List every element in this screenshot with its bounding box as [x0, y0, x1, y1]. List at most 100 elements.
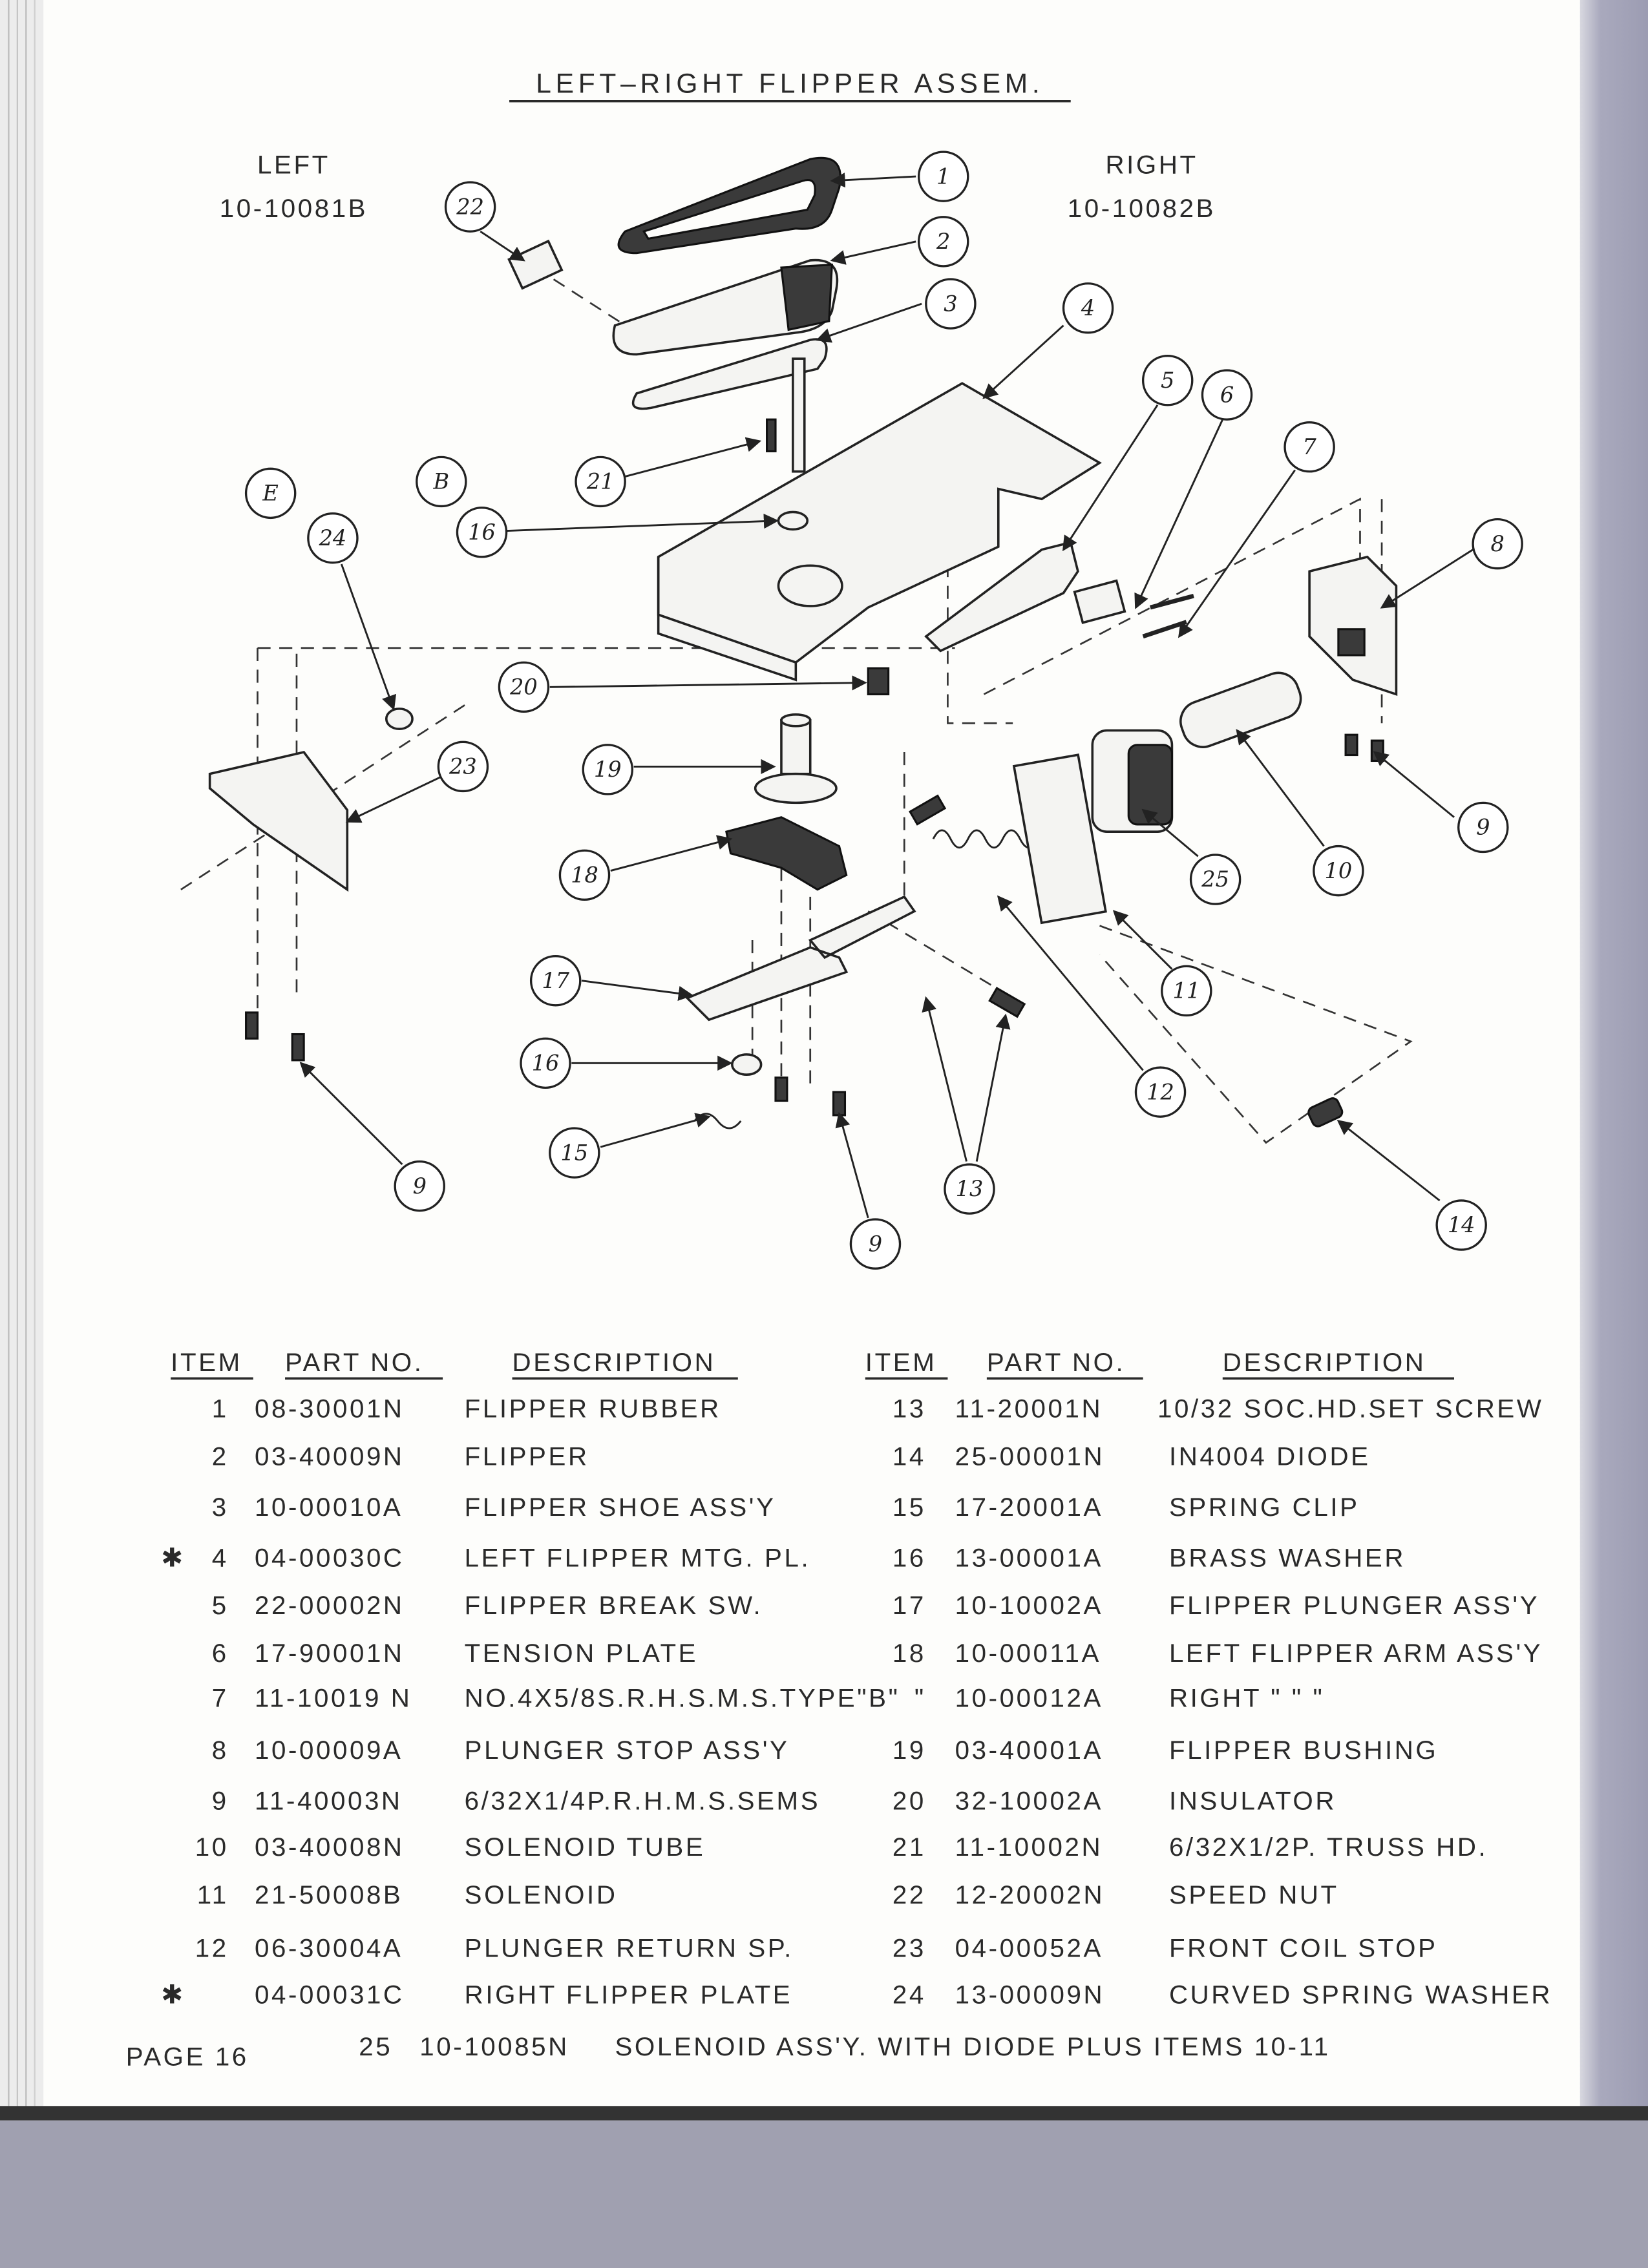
callout-bubble: 5: [1141, 354, 1194, 406]
row-description: BRASS WASHER: [1169, 1543, 1406, 1572]
row-description: FRONT COIL STOP: [1169, 1934, 1438, 1963]
callout-number: 19: [594, 757, 622, 782]
row-part-no: 17-20001A: [955, 1493, 1103, 1522]
callout-bubble: 24: [307, 512, 359, 564]
callout-bubble: 16: [456, 507, 508, 558]
header-item-right: ITEM: [865, 1348, 937, 1377]
callout-number: 22: [456, 194, 484, 219]
row-part-no: 17-90001N: [255, 1639, 405, 1668]
row-item: 21: [893, 1832, 926, 1862]
callout-circle: [944, 1163, 995, 1215]
callout-bubble: 2: [917, 216, 969, 268]
flipper-arm: [725, 816, 848, 891]
callout-number: 11: [1172, 978, 1200, 1003]
callout-circle: [582, 744, 634, 795]
leader-line: [982, 324, 1064, 399]
callout-bubble: 19: [582, 744, 634, 795]
row-item: 9: [212, 1786, 229, 1815]
callout-circle: [1189, 854, 1241, 905]
callout-number: 15: [560, 1140, 588, 1165]
callout-number: 8: [1490, 531, 1504, 556]
row-description: PLUNGER RETURN SP.: [465, 1934, 794, 1963]
callout-circle: [529, 954, 582, 1007]
row-item: 7: [212, 1683, 229, 1712]
callout-circle: [1313, 845, 1364, 897]
callout-bubble: 4: [1062, 282, 1114, 334]
leader-line: [610, 835, 733, 872]
callout-bubble: 6: [1201, 369, 1253, 421]
insulator: [867, 667, 890, 696]
leader-lines: [299, 173, 1474, 1219]
row-item: 17: [893, 1591, 926, 1620]
header-description-right: DESCRIPTION: [1223, 1348, 1426, 1377]
right-label: RIGHT: [1105, 151, 1198, 180]
callout-circle: [917, 151, 969, 202]
callout-bubble: 7: [1284, 421, 1335, 473]
callout-bubble: E: [244, 467, 297, 520]
callout-circle: [520, 1037, 571, 1089]
leader-line: [1062, 404, 1159, 552]
page-title: LEFT–RIGHT FLIPPER ASSEM.: [536, 68, 1044, 99]
callout-bubble: 10: [1313, 845, 1364, 897]
callout-bubble: 18: [558, 849, 611, 901]
callout-number: 13: [956, 1176, 984, 1201]
callout-bubble: 9: [394, 1160, 445, 1212]
diode: [1307, 1097, 1344, 1128]
header-description-left: DESCRIPTION: [512, 1348, 716, 1377]
row-part-no: 13-00001A: [955, 1543, 1103, 1572]
row-part-no: 10-00010A: [255, 1493, 403, 1522]
row-description: LEFT FLIPPER ARM ASS'Y: [1169, 1639, 1543, 1668]
set-screw-2: [988, 987, 1026, 1018]
leader-line: [1336, 1120, 1441, 1202]
callout-number: 10: [1325, 858, 1353, 883]
leader-line: [345, 775, 442, 823]
callout-number: 20: [509, 674, 538, 699]
callout-number: B: [432, 469, 449, 494]
callout-number: 9: [869, 1231, 882, 1256]
callout-circle: [498, 661, 550, 713]
row-item: 11: [197, 1880, 229, 1909]
row-part-no: 03-40008N: [255, 1832, 405, 1862]
page-stack-edge: [0, 0, 44, 2112]
row-description: INSULATOR: [1169, 1786, 1336, 1815]
leader-line: [480, 230, 525, 262]
leader-line: [581, 980, 694, 1001]
callout-circle: [558, 849, 611, 901]
callout-bubble: 9: [849, 1218, 902, 1270]
row-description: SPEED NUT: [1169, 1880, 1339, 1909]
header-item-left: ITEM: [171, 1348, 242, 1377]
leader-line: [340, 563, 397, 711]
row-item: ": [914, 1683, 926, 1712]
row-part-no: 10-00009A: [255, 1736, 403, 1765]
scan-right-edge: [1579, 0, 1648, 2268]
row-description: RIGHT " " ": [1169, 1683, 1324, 1712]
parts-table: ITEM PART NO. DESCRIPTION ITEM PART NO. …: [161, 1348, 1550, 2061]
callout-number: 2: [936, 229, 950, 254]
callout-number: 1: [936, 163, 950, 189]
callout-bubble: 22: [444, 181, 496, 233]
row-part-no: 08-30001N: [255, 1394, 405, 1423]
leader-line: [1112, 910, 1173, 970]
row-description: 6/32X1/4P.R.H.M.S.SEMS: [465, 1786, 820, 1815]
callout-number: 23: [449, 754, 477, 779]
callout-circle: [917, 216, 969, 268]
flipper-break-switch: [924, 541, 1079, 653]
row-item: 6: [212, 1639, 229, 1668]
row-part-no: 04-00052A: [955, 1934, 1103, 1963]
row-part-no: 04-00030C: [255, 1543, 405, 1572]
leader-line: [1178, 469, 1296, 638]
callout-bubble: 23: [437, 740, 489, 793]
row-item: 14: [893, 1442, 926, 1471]
row-item: 2: [212, 1442, 229, 1471]
leader-line: [1236, 729, 1325, 847]
